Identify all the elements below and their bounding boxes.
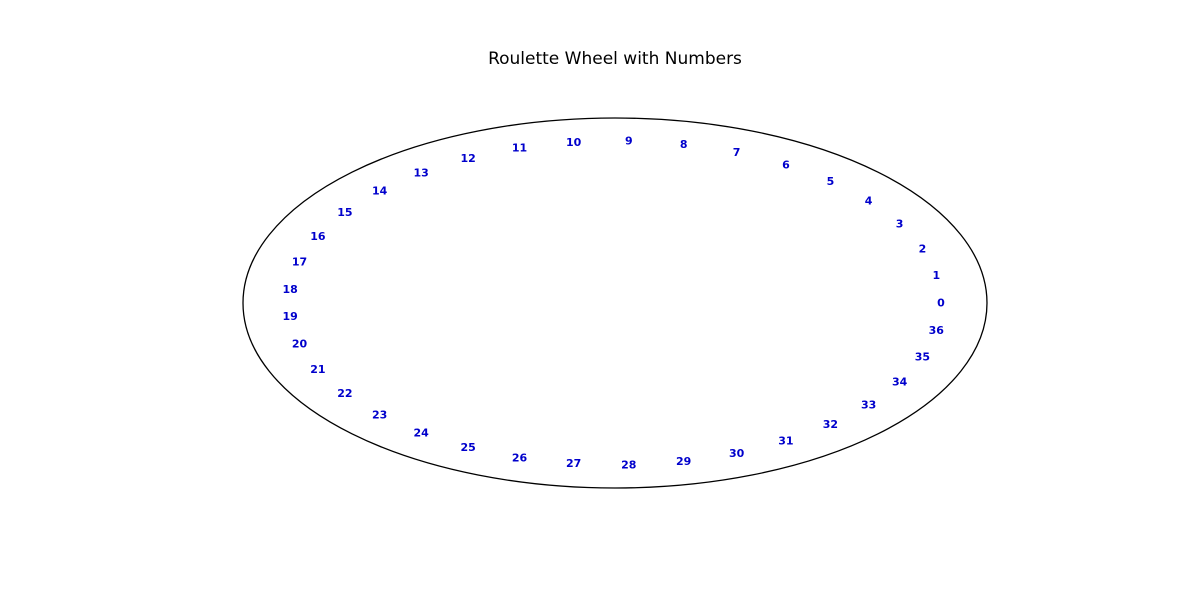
wheel-number-26: 26 bbox=[512, 451, 528, 464]
wheel-number-10: 10 bbox=[566, 136, 582, 149]
wheel-number-15: 15 bbox=[337, 206, 352, 219]
wheel-number-5: 5 bbox=[827, 175, 835, 188]
wheel-number-8: 8 bbox=[680, 138, 688, 151]
wheel-number-18: 18 bbox=[283, 283, 298, 296]
wheel-number-3: 3 bbox=[896, 218, 904, 231]
wheel-number-2: 2 bbox=[919, 243, 927, 256]
wheel-number-9: 9 bbox=[625, 135, 633, 148]
wheel-number-13: 13 bbox=[413, 166, 428, 179]
wheel-number-22: 22 bbox=[337, 387, 352, 400]
wheel-number-4: 4 bbox=[865, 195, 873, 208]
wheel-number-12: 12 bbox=[461, 152, 476, 165]
wheel-number-34: 34 bbox=[892, 376, 908, 389]
wheel-number-35: 35 bbox=[915, 351, 930, 364]
wheel-number-labels: 0123456789101112131415161718192021222324… bbox=[283, 135, 946, 472]
wheel-number-20: 20 bbox=[292, 337, 308, 350]
wheel-number-24: 24 bbox=[413, 427, 429, 440]
wheel-number-31: 31 bbox=[778, 434, 793, 447]
wheel-number-36: 36 bbox=[929, 324, 945, 337]
wheel-number-1: 1 bbox=[932, 269, 940, 282]
wheel-number-27: 27 bbox=[566, 457, 581, 470]
wheel-number-23: 23 bbox=[372, 409, 387, 422]
wheel-number-16: 16 bbox=[310, 230, 326, 243]
wheel-number-6: 6 bbox=[782, 159, 790, 172]
wheel-number-21: 21 bbox=[310, 363, 325, 376]
wheel-number-0: 0 bbox=[937, 297, 945, 310]
diagram-title: Roulette Wheel with Numbers bbox=[488, 49, 742, 69]
wheel-number-28: 28 bbox=[621, 458, 636, 471]
wheel-number-11: 11 bbox=[512, 142, 527, 155]
wheel-number-25: 25 bbox=[461, 441, 476, 454]
wheel-number-14: 14 bbox=[372, 184, 388, 197]
wheel-number-29: 29 bbox=[676, 455, 691, 468]
roulette-wheel-outline bbox=[242, 117, 988, 489]
wheel-number-17: 17 bbox=[292, 256, 307, 269]
wheel-number-19: 19 bbox=[283, 310, 298, 323]
wheel-number-7: 7 bbox=[733, 146, 741, 159]
wheel-number-30: 30 bbox=[729, 447, 745, 460]
wheel-number-33: 33 bbox=[861, 398, 876, 411]
wheel-number-32: 32 bbox=[823, 418, 838, 431]
